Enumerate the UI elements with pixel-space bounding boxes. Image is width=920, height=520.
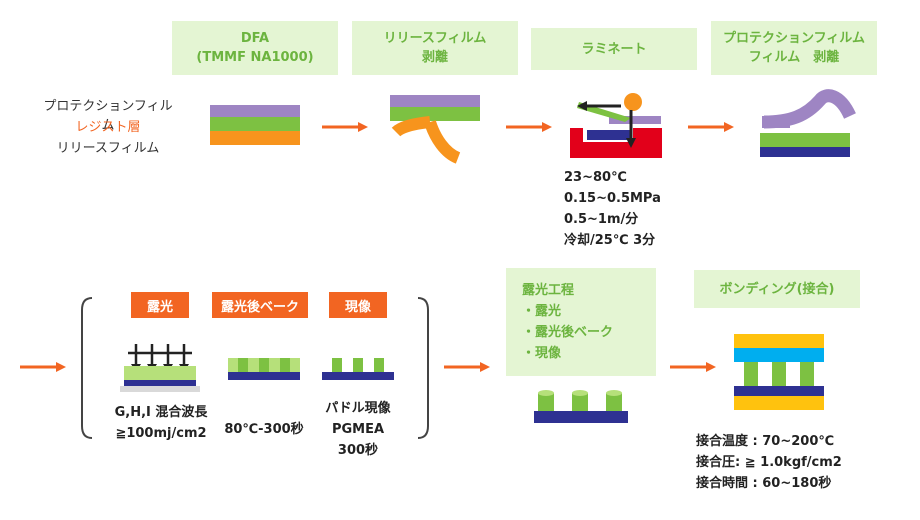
dfa-release-layer xyxy=(210,131,300,145)
step-release-line2: 剥離 xyxy=(421,50,448,65)
exposure-caption-dose: ≧100mj/cm2 xyxy=(115,426,207,441)
bonding-condition-temp: 接合温度 : 70~200℃ xyxy=(696,434,835,449)
step-protection-line2: フィルム 剥離 xyxy=(748,50,840,65)
peeled-protection-film-icon xyxy=(762,89,856,129)
tag-develop: 現像 xyxy=(329,292,387,318)
resist-pillars-icon xyxy=(534,390,628,423)
bonding-condition-pressure: 接合圧: ≧ 1.0kgf/cm2 xyxy=(696,455,842,470)
release-protection-layer xyxy=(390,95,480,107)
develop-caption-method: パドル現像 xyxy=(325,401,391,416)
step-box-dfa: DFA (TMMF NA1000) xyxy=(172,21,338,75)
bonding-title-box: ボンディング(接合) xyxy=(694,270,860,308)
process-box-title: 露光工程 xyxy=(522,283,575,298)
peeled-release-film-icon xyxy=(391,116,461,164)
bonding-stack-icon xyxy=(734,334,824,410)
bonding-title: ボンディング(接合) xyxy=(719,281,835,297)
arrow-right-icon xyxy=(322,122,368,132)
arrow-right-icon xyxy=(670,362,716,372)
dfa-resist-layer xyxy=(210,117,300,131)
arrow-right-icon xyxy=(444,362,490,372)
develop-caption-time: 300秒 xyxy=(337,443,379,458)
arrow-right-icon xyxy=(20,362,66,372)
exposure-caption-wavelength: G,H,I 混合波長 xyxy=(114,405,208,420)
arrow-right-icon xyxy=(688,122,734,132)
process-box-item-bake: ・露光後ベーク xyxy=(522,325,614,340)
arrow-right-icon xyxy=(506,122,552,132)
protection-substrate-layer xyxy=(760,147,850,157)
develop-caption-solvent: PGMEA xyxy=(331,422,385,437)
dfa-protection-layer xyxy=(210,105,300,117)
develop-stack-icon xyxy=(322,358,394,380)
laminate-condition-pressure: 0.15~0.5MPa xyxy=(564,191,661,206)
step-box-laminate: ラミネート xyxy=(531,28,697,70)
label-resist-layer: レジスト層 xyxy=(75,120,141,135)
bake-caption: 80℃-300秒 xyxy=(224,422,304,437)
laminate-condition-cooling: 冷却/25℃ 3分 xyxy=(564,233,656,248)
laminate-roller-icon xyxy=(570,93,662,158)
step-release-line1: リリースフィルム xyxy=(383,31,487,46)
tag-exposure: 露光 xyxy=(131,292,189,318)
process-box-item-exposure: ・露光 xyxy=(522,304,562,319)
step-dfa-line1: DFA xyxy=(240,31,270,46)
laminate-condition-temp: 23~80℃ xyxy=(564,170,627,185)
bake-stack-icon xyxy=(228,358,300,380)
exposure-process-box: 露光工程 ・露光 ・露光後ベーク ・現像 xyxy=(506,268,656,376)
step-box-release-peel: リリースフィルム 剥離 xyxy=(352,21,518,75)
label-protection-film: プロテクションフィルム xyxy=(43,99,173,133)
process-box-item-develop: ・現像 xyxy=(522,346,562,361)
step-protection-line1: プロテクションフィルム xyxy=(722,31,866,46)
step-dfa-line2: (TMMF NA1000) xyxy=(196,50,314,65)
tag-post-exposure-bake: 露光後ベーク xyxy=(212,292,308,318)
step-box-protection-peel: プロテクションフィルム フィルム 剥離 xyxy=(711,21,877,75)
laminate-condition-speed: 0.5~1m/分 xyxy=(564,212,639,227)
protection-resist-layer xyxy=(760,133,850,147)
bonding-condition-time: 接合時間 : 60~180秒 xyxy=(696,476,832,491)
exposure-light-icon xyxy=(120,344,200,392)
right-bracket-icon xyxy=(417,297,429,439)
release-resist-layer xyxy=(390,107,480,121)
label-release-film: リリースフィルム xyxy=(56,141,160,156)
left-bracket-icon xyxy=(81,297,93,439)
step-laminate-line1: ラミネート xyxy=(581,41,647,57)
